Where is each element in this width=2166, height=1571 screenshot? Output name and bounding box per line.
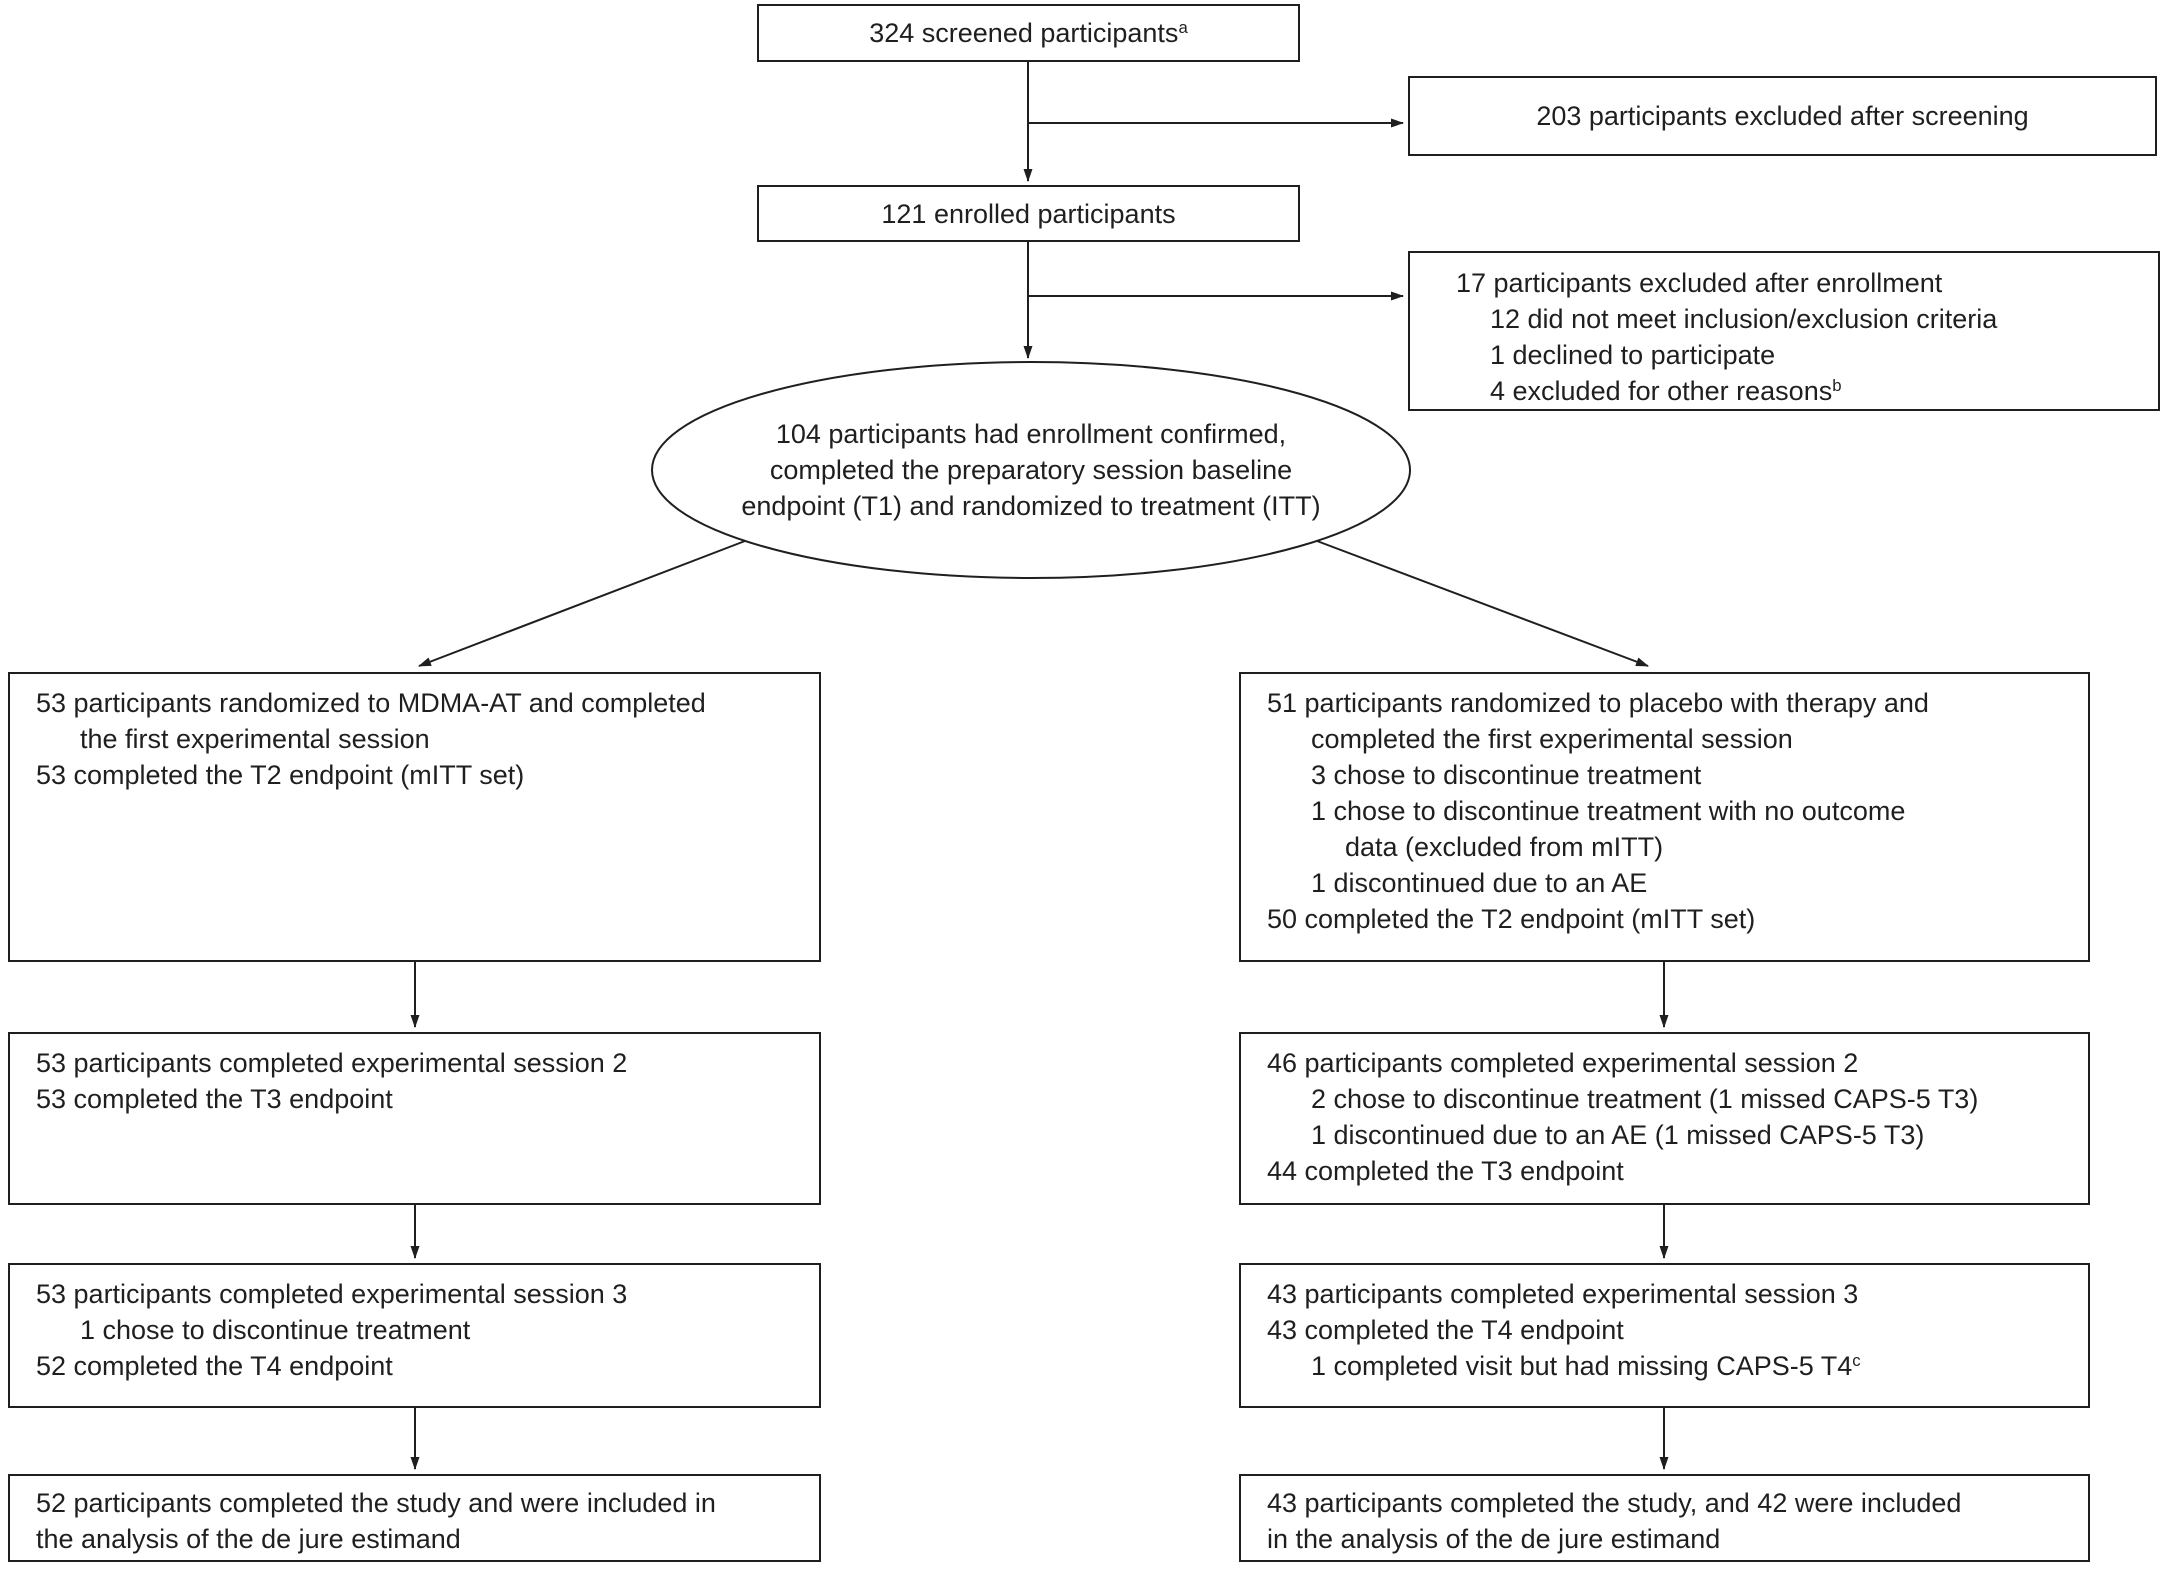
placebo-session3-box: 43 participants completed experimental s…	[1239, 1263, 2090, 1408]
mdma-session1-line: 53 participants randomized to MDMA-AT an…	[36, 688, 706, 718]
arrow-randomized-to-mdma	[418, 540, 746, 667]
excluded-screening-text: 203 participants excluded after screenin…	[1536, 101, 2029, 131]
placebo-session1-line: 50 completed the T2 endpoint (mITT set)	[1267, 904, 1756, 934]
placebo-completed-line: 43 participants completed the study, and…	[1267, 1488, 1962, 1518]
mdma-session3-line: 1 chose to discontinue treatment	[80, 1315, 471, 1345]
placebo-session2-line: 44 completed the T3 endpoint	[1267, 1156, 1624, 1186]
enrolled-text: 121 enrolled participants	[881, 198, 1176, 229]
excluded-enrollment-line: 12 did not meet inclusion/exclusion crit…	[1490, 304, 1998, 334]
placebo-session2-line: 2 chose to discontinue treatment (1 miss…	[1311, 1084, 1979, 1114]
mdma-session1-line: 53 completed the T2 endpoint (mITT set)	[36, 760, 525, 790]
placebo-session1-line: 1 discontinued due to an AE	[1311, 868, 1648, 898]
excluded-enrollment-box: 17 participants excluded after enrollmen…	[1408, 251, 2160, 411]
excluded-screening-box: 203 participants excluded after screenin…	[1408, 76, 2157, 156]
screened-text: 324 screened participantsa	[869, 18, 1188, 48]
randomized-line: 104 participants had enrollment confirme…	[775, 419, 1287, 449]
placebo-session3-line: 43 participants completed experimental s…	[1267, 1279, 1859, 1309]
excluded-enrollment-line: 4 excluded for other reasonsb	[1490, 376, 1842, 406]
mdma-completed-line: the analysis of the de jure estimand	[36, 1524, 461, 1554]
mdma-session2-box: 53 participants completed experimental s…	[8, 1032, 821, 1205]
placebo-session3-line: 1 completed visit but had missing CAPS-5…	[1311, 1351, 1861, 1381]
mdma-completed-line: 52 participants completed the study and …	[36, 1488, 716, 1518]
footnote-c: c	[1852, 1351, 1861, 1370]
mdma-session2-line: 53 completed the T3 endpoint	[36, 1084, 393, 1114]
placebo-completed-line: in the analysis of the de jure estimand	[1267, 1524, 1721, 1554]
randomized-ellipse-shape	[651, 361, 1411, 579]
placebo-session1-line: 51 participants randomized to placebo wi…	[1267, 688, 1929, 718]
mdma-session3-line: 53 participants completed experimental s…	[36, 1279, 628, 1309]
enrolled-box: 121 enrolled participants	[757, 185, 1300, 242]
mdma-session1-line: the first experimental session	[80, 724, 430, 754]
mdma-session1-box: 53 participants randomized to MDMA-AT an…	[8, 672, 821, 962]
mdma-session2-line: 53 participants completed experimental s…	[36, 1048, 628, 1078]
randomized-line: endpoint (T1) and randomized to treatmen…	[741, 491, 1321, 521]
placebo-session1-line: completed the first experimental session	[1311, 724, 1793, 754]
placebo-session2-box: 46 participants completed experimental s…	[1239, 1032, 2090, 1205]
placebo-session2-line: 1 discontinued due to an AE (1 missed CA…	[1311, 1120, 1925, 1150]
footnote-b: b	[1832, 376, 1842, 395]
placebo-completed-box: 43 participants completed the study, and…	[1239, 1474, 2090, 1562]
placebo-session3-line: 43 completed the T4 endpoint	[1267, 1315, 1624, 1345]
placebo-session1-box: 51 participants randomized to placebo wi…	[1239, 672, 2090, 962]
placebo-session2-line: 46 participants completed experimental s…	[1267, 1048, 1859, 1078]
screened-box: 324 screened participantsa	[757, 4, 1300, 62]
mdma-session3-line: 52 completed the T4 endpoint	[36, 1351, 393, 1381]
mdma-completed-box: 52 participants completed the study and …	[8, 1474, 821, 1562]
arrow-randomized-to-placebo	[1316, 540, 1649, 667]
footnote-a: a	[1178, 18, 1188, 37]
randomized-line: completed the preparatory session baseli…	[769, 455, 1293, 485]
excluded-enrollment-line: 17 participants excluded after enrollmen…	[1456, 268, 1943, 298]
randomized-ellipse-label: 104 participants had enrollment confirme…	[672, 374, 1390, 566]
placebo-session1-line: 3 chose to discontinue treatment	[1311, 760, 1702, 790]
placebo-session1-line: data (excluded from mITT)	[1345, 832, 1664, 862]
excluded-enrollment-line: 1 declined to participate	[1490, 340, 1776, 370]
placebo-session1-line: 1 chose to discontinue treatment with no…	[1311, 796, 1906, 826]
mdma-session3-box: 53 participants completed experimental s…	[8, 1263, 821, 1408]
